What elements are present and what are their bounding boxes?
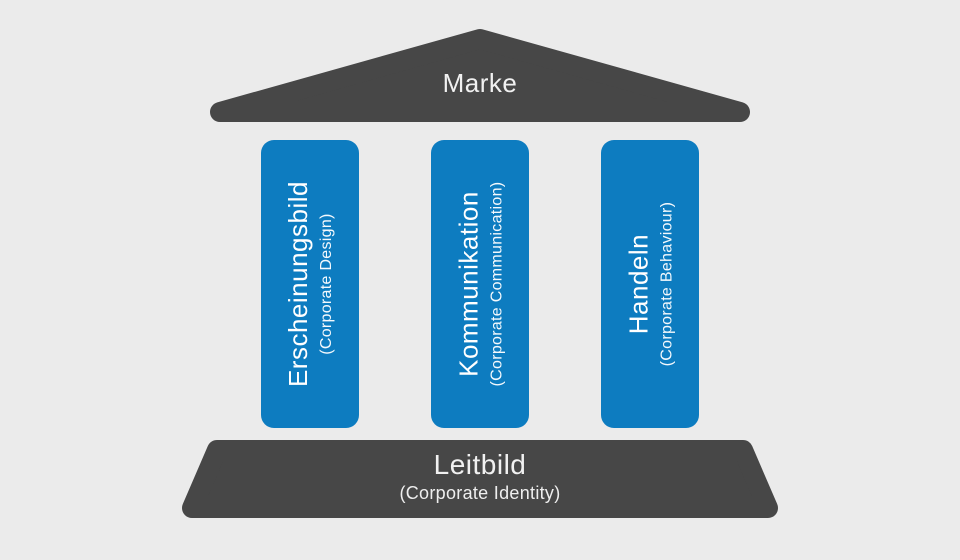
pillar-sublabel: (Corporate Behaviour): [657, 201, 675, 367]
base-sublabel: (Corporate Identity): [399, 483, 561, 503]
base-shape: [182, 440, 778, 518]
pillar-text: Handeln (Corporate Behaviour): [622, 201, 676, 367]
pillar-sublabel: (Corporate Communication): [487, 181, 505, 387]
pillar-text: Erscheinungsbild (Corporate Design): [282, 180, 336, 387]
pillar-label: Erscheinungsbild: [282, 180, 313, 387]
base-label: Leitbild: [433, 449, 527, 480]
pillar-text: Kommunikation (Corporate Communication): [452, 181, 506, 387]
pillar-kommunikation: Kommunikation (Corporate Communication): [431, 140, 529, 428]
pillar-erscheinungsbild: Erscheinungsbild (Corporate Design): [261, 140, 359, 428]
pillar-handeln: Handeln (Corporate Behaviour): [601, 140, 699, 428]
pillar-label: Kommunikation: [452, 191, 483, 377]
roof-shape: [210, 29, 750, 122]
roof-label: Marke: [442, 68, 518, 98]
pillar-label: Handeln: [622, 233, 653, 335]
pillar-sublabel: (Corporate Design): [317, 213, 335, 355]
